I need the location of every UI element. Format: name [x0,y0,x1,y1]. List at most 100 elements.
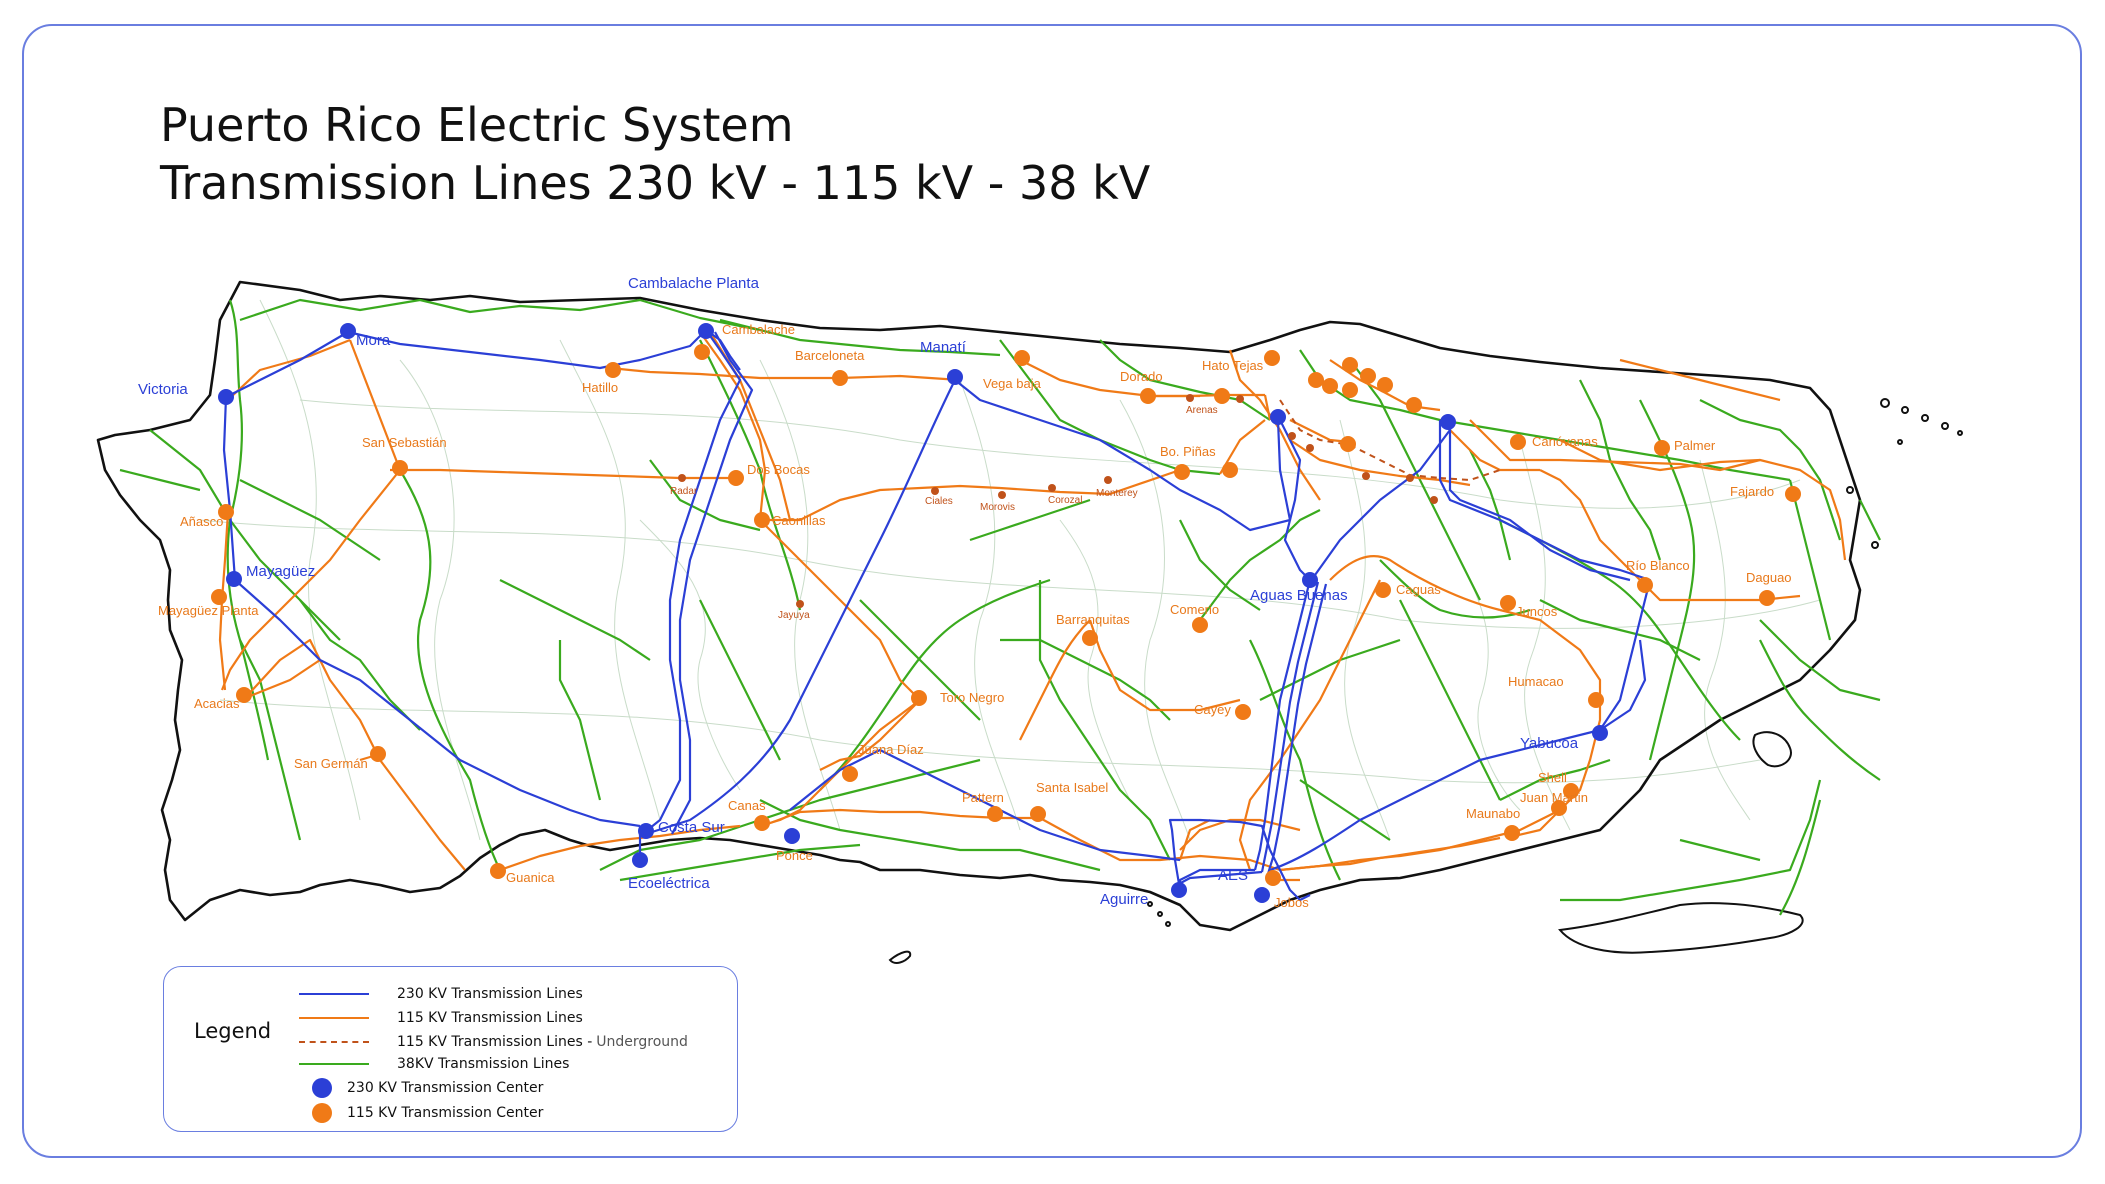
center-toro-negro [911,690,927,706]
label-cayey: Cayey [1194,702,1231,717]
center-hatillo [605,362,621,378]
substation-dot [1186,394,1194,402]
legend-item-115kv-lines: 115 KV Transmission Lines [299,1007,583,1029]
center-rio-blanco [1637,577,1653,593]
substation-dot [1288,432,1296,440]
center-bo-pinas-2 [1222,462,1238,478]
page-title: Puerto Rico Electric System Transmission… [160,96,1150,212]
center-san-sebastian [392,460,408,476]
legend-label: 115 KV Transmission Center [347,1105,544,1121]
label-juana-diaz: Juana Díaz [858,742,924,757]
center-shell [1563,783,1579,799]
label-mayaguez: Mayagüez [246,563,315,580]
island-caja-de-muertos [888,950,912,964]
center-hato-tejas [1214,388,1230,404]
label-jobos: Jobos [1274,895,1309,910]
label-aguirre: Aguirre [1100,891,1148,908]
center-costa-sur [638,823,654,839]
labels-230kv: Mora Victoria Cambalache Planta Manatí M… [138,275,1579,908]
center-san-juan-7 [1377,377,1393,393]
center-jobos [1265,870,1281,886]
label-costa-sur: Costa Sur [658,819,725,836]
label-toro-negro: Toro Negro [940,690,1004,705]
label-palmer: Palmer [1674,438,1716,453]
label-fajardo: Fajardo [1730,484,1774,499]
label-juan-martin: Juan Martin [1520,790,1588,805]
center-daguao [1759,590,1775,606]
center-humacao [1588,692,1604,708]
map-frame [22,24,2082,1158]
title-line-1: Puerto Rico Electric System [160,98,794,152]
legend-item-115kv-center: 115 KV Transmission Center [299,1102,543,1124]
center-fajardo [1785,486,1801,502]
label-comerio: Comerio [1170,602,1219,617]
label-hato-tejas: Hato Tejas [1202,358,1264,373]
center-juana-diaz [842,766,858,782]
center-bo-pinas [1174,464,1190,480]
lines-115kv [218,331,1847,882]
minor-substations [678,394,1438,608]
center-cambalache [694,344,710,360]
label-arenas: Arenas [1186,405,1218,416]
legend-item-230kv-center: 230 KV Transmission Center [299,1077,543,1099]
label-bo-pinas: Bo. Piñas [1160,444,1216,459]
center-caonillas [754,512,770,528]
center-san-juan-4 [1360,368,1376,384]
center-barceloneta [832,370,848,386]
label-rio-blanco: Río Blanco [1626,558,1690,573]
label-yabucoa: Yabucoa [1520,735,1579,752]
label-san-sebastian: San Sebastián [362,435,447,450]
lines-115kv-underground [1279,399,1501,482]
legend-swatch-38kv-line [299,1063,369,1065]
lines-38kv [119,298,1881,916]
label-canas: Canas [728,798,766,813]
coastline [96,280,1862,932]
label-acacias: Acacias [194,696,240,711]
title-line-2: Transmission Lines 230 kV - 115 kV - 38 … [160,156,1151,210]
legend-item-115kv-underground: 115 KV Transmission Lines - Underground [299,1031,688,1053]
legend-item-38kv-lines: 38KV Transmission Lines [299,1053,569,1075]
label-aguas-buenas: Aguas Buenas [1250,587,1348,604]
center-san-juan-6 [1322,378,1338,394]
label-mora: Mora [356,332,391,349]
center-pattern [987,806,1003,822]
legend-item-230kv-lines: 230 KV Transmission Lines [299,983,583,1005]
center-carolina-230 [1440,414,1456,430]
label-manati: Manatí [920,339,967,356]
labels-115kv: Cambalache Hatillo Barceloneta Vega baja… [158,322,1792,910]
label-santa-isabel: Santa Isabel [1036,780,1108,795]
substation-dot [1362,472,1370,480]
center-ponce-230 [784,828,800,844]
legend-swatch-230kv-line [299,993,369,995]
center-palmer [1654,440,1670,456]
label-cambalache-planta: Cambalache Planta [628,275,760,292]
label-ponce: Ponce [776,848,813,863]
legend-label: 230 KV Transmission Center [347,1080,544,1096]
center-canovanas [1510,434,1526,450]
center-guanica [490,863,506,879]
substation-dot [1306,444,1314,452]
center-vega-baja [1014,350,1030,366]
center-anasco [218,504,234,520]
small-islets [1147,398,1963,927]
center-manati [947,369,963,385]
label-ciales: Ciales [925,496,953,507]
label-caguas: Caguas [1396,582,1441,597]
label-shell: Shell [1538,770,1567,785]
centers-230kv [218,323,1608,903]
label-vega-baja: Vega baja [983,376,1042,391]
substation-dot [1430,496,1438,504]
center-cayey [1235,704,1251,720]
substation-dot [998,491,1006,499]
center-aguas-buenas [1302,572,1318,588]
label-ecoelectrica: Ecoeléctrica [628,875,710,892]
substation-dot [1406,474,1414,482]
substation-dot [931,487,939,495]
center-san-german [370,746,386,762]
center-mayaguez-planta [211,589,227,605]
label-anasco: Añasco [180,514,223,529]
labels-minor: Radar Ciales Morovis Corozal Monterey Ar… [670,405,1218,621]
center-san-juan-2 [1308,372,1324,388]
legend-swatch-115kv-center [312,1103,332,1123]
